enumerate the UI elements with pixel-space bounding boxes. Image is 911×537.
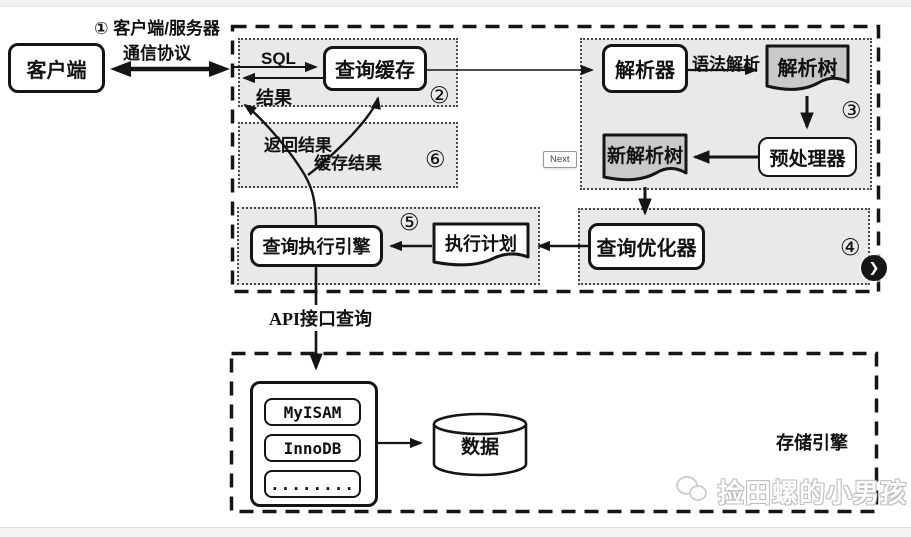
- step-5-badge: ⑤: [399, 209, 420, 235]
- node-engines-container: MyISAM InnoDB ........: [250, 381, 378, 507]
- label-syntax-parse: 语法解析: [692, 55, 760, 74]
- node-query-execution-engine: 查询执行引擎: [250, 225, 383, 267]
- label-result: 结果: [256, 88, 292, 108]
- node-query-cache: 查询缓存: [323, 46, 427, 91]
- node-query-optimizer: 查询优化器: [588, 223, 705, 270]
- wechat-bubble-small: [689, 484, 707, 501]
- chevron-right-icon: ❯: [868, 260, 880, 275]
- step-6-badge: ⑥: [425, 146, 446, 172]
- watermark-text: 捡田螺的小男孩: [718, 478, 908, 508]
- step-3-badge: ③: [841, 97, 862, 123]
- top-page-strip: [0, 0, 911, 7]
- node-engine-myisam: MyISAM: [264, 398, 361, 426]
- step-2-badge: ②: [429, 82, 450, 108]
- node-parse-tree: 解析树: [765, 44, 850, 96]
- label-protocol: ① 客户端/服务器 通信协议: [84, 17, 230, 66]
- label-storage-engine: 存储引擎: [776, 433, 848, 453]
- node-client: 客户端: [8, 43, 105, 93]
- label-sql: SQL: [261, 49, 296, 68]
- node-execution-plan: 执行计划: [432, 222, 530, 271]
- node-parse-tree-label: 解析树: [777, 58, 838, 80]
- node-data-label: 数据: [460, 437, 499, 458]
- node-new-parse-tree: 新解析树: [602, 133, 688, 187]
- label-api-query: API接口查询: [266, 305, 375, 331]
- node-engine-more: ........: [264, 470, 361, 498]
- next-tooltip: Next: [543, 151, 577, 168]
- bottom-page-strip: [0, 527, 911, 537]
- node-engine-innodb: InnoDB: [264, 434, 361, 462]
- step-4-badge: ④: [840, 234, 861, 260]
- label-protocol-line1: ① 客户端/服务器: [94, 19, 220, 38]
- wechat-icon: [676, 475, 712, 508]
- node-new-parse-tree-label: 新解析树: [606, 146, 683, 167]
- watermark: 捡田螺的小男孩: [676, 473, 907, 510]
- node-preprocessor: 预处理器: [758, 137, 857, 177]
- label-cache-result: 缓存结果: [314, 154, 382, 173]
- node-execution-plan-label: 执行计划: [445, 234, 517, 254]
- node-parser: 解析器: [602, 44, 688, 93]
- carousel-next-button[interactable]: ❯: [861, 255, 887, 281]
- label-protocol-line2: 通信协议: [123, 43, 191, 63]
